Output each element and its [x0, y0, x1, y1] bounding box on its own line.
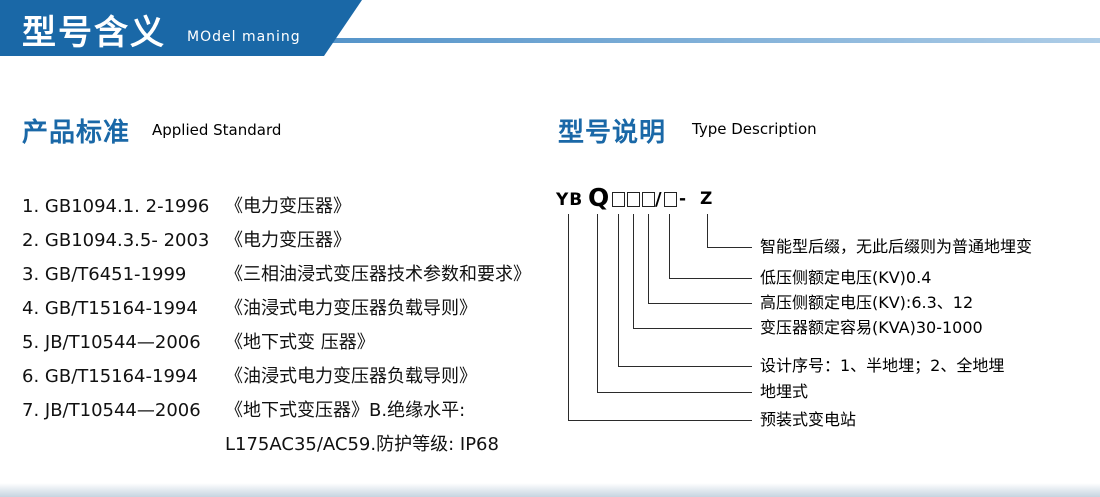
standard-title: 《油浸式电力变压器负载导则》: [225, 298, 477, 319]
connector-hline-yb: [568, 420, 752, 421]
standard-title: 《电力变压器》: [225, 196, 351, 217]
connector-hline-z: [707, 247, 752, 248]
code-part-dash: -: [679, 189, 687, 209]
page-title: 型号含义: [22, 13, 166, 53]
list-item: 4. GB/T15164-1994 《油浸式电力变压器负载导则》: [22, 298, 562, 320]
code-part-q: Q: [588, 183, 610, 212]
list-item: 6. GB/T15164-1994 《油浸式电力变压器负载导则》: [22, 366, 562, 388]
connector-vline-q: [597, 214, 598, 392]
code-part-z: Z: [700, 189, 713, 209]
connector-vline-z: [707, 214, 708, 247]
list-item: 1. GB1094.1. 2-1996 《电力变压器》: [22, 196, 562, 218]
connector-hline-box1: [618, 366, 752, 367]
standard-title: 《油浸式电力变压器负载导则》: [225, 366, 477, 387]
connector-vline-box2: [633, 214, 634, 328]
connector-hline-box2: [633, 328, 752, 329]
footer-gradient: [0, 483, 1100, 497]
type-description-heading-en: Type Description: [692, 120, 817, 138]
standard-code-empty: [22, 434, 225, 456]
code-part-yb: YB: [556, 190, 584, 210]
diagram-label-suffix: 智能型后缀，无此后缀则为普通地埋变: [760, 237, 1033, 256]
diagram-label-lv-voltage: 低压侧额定电压(KV)0.4: [760, 268, 932, 287]
connector-vline-box1: [618, 214, 619, 366]
standard-code: 7. JB/T10544—2006: [22, 400, 201, 421]
header-banner: 型号含义 MOdel maning: [0, 0, 362, 56]
code-box-3: [642, 192, 655, 207]
connector-vline-yb: [568, 214, 569, 420]
diagram-label-hv-voltage: 高压侧额定电压(KV):6.3、12: [760, 293, 974, 312]
list-item: 7. JB/T10544—2006 《地下式变压器》B.绝缘水平:: [22, 400, 562, 422]
standard-title: 《电力变压器》: [225, 230, 351, 251]
type-description-heading: 型号说明: [558, 118, 667, 148]
code-box-4: [664, 192, 677, 207]
connector-vline-box3: [648, 214, 649, 303]
code-box-1: [612, 192, 625, 207]
standard-code: 6. GB/T15164-1994: [22, 366, 198, 387]
standard-code: 2. GB1094.3.5- 2003: [22, 230, 210, 251]
list-item: 3. GB/T6451-1999 《三相油浸式变压器技术参数和要求》: [22, 264, 562, 286]
code-part-slash: /: [655, 189, 662, 210]
connector-vline-box4: [669, 214, 670, 278]
diagram-label-capacity: 变压器额定容易(KVA)30-1000: [760, 318, 983, 337]
connector-hline-q: [597, 392, 752, 393]
standard-code: 1. GB1094.1. 2-1996: [22, 196, 210, 217]
standard-title: 《三相油浸式变压器技术参数和要求》: [225, 264, 531, 285]
product-standards-heading-en: Applied Standard: [152, 121, 282, 139]
code-box-2: [627, 192, 640, 207]
standard-code: 5. JB/T10544—2006: [22, 332, 201, 353]
accent-strip: [0, 38, 1100, 43]
product-standards-heading: 产品标准: [22, 118, 131, 148]
diagram-label-buried-type: 地埋式: [760, 382, 809, 401]
list-item: 5. JB/T10544—2006 《地下式变 压器》: [22, 332, 562, 354]
page-subtitle: MOdel maning: [187, 29, 301, 45]
list-item-continuation: L175AC35/AC59.防护等级: IP68: [22, 434, 562, 456]
connector-hline-box4: [669, 278, 752, 279]
diagram-label-design-number: 设计序号：1、半地埋；2、全地埋: [760, 356, 1005, 375]
standard-code: 4. GB/T15164-1994: [22, 298, 198, 319]
list-item: 2. GB1094.3.5- 2003 《电力变压器》: [22, 230, 562, 252]
standard-continuation: L175AC35/AC59.防护等级: IP68: [225, 434, 499, 455]
diagram-label-prefab-substation: 预装式变电站: [760, 410, 857, 429]
standard-code: 3. GB/T6451-1999: [22, 264, 187, 285]
connector-hline-box3: [648, 303, 752, 304]
standard-title: 《地下式变压器》B.绝缘水平:: [225, 400, 466, 421]
standard-title: 《地下式变 压器》: [225, 332, 375, 353]
standards-list: 1. GB1094.1. 2-1996 《电力变压器》 2. GB1094.3.…: [22, 196, 562, 468]
